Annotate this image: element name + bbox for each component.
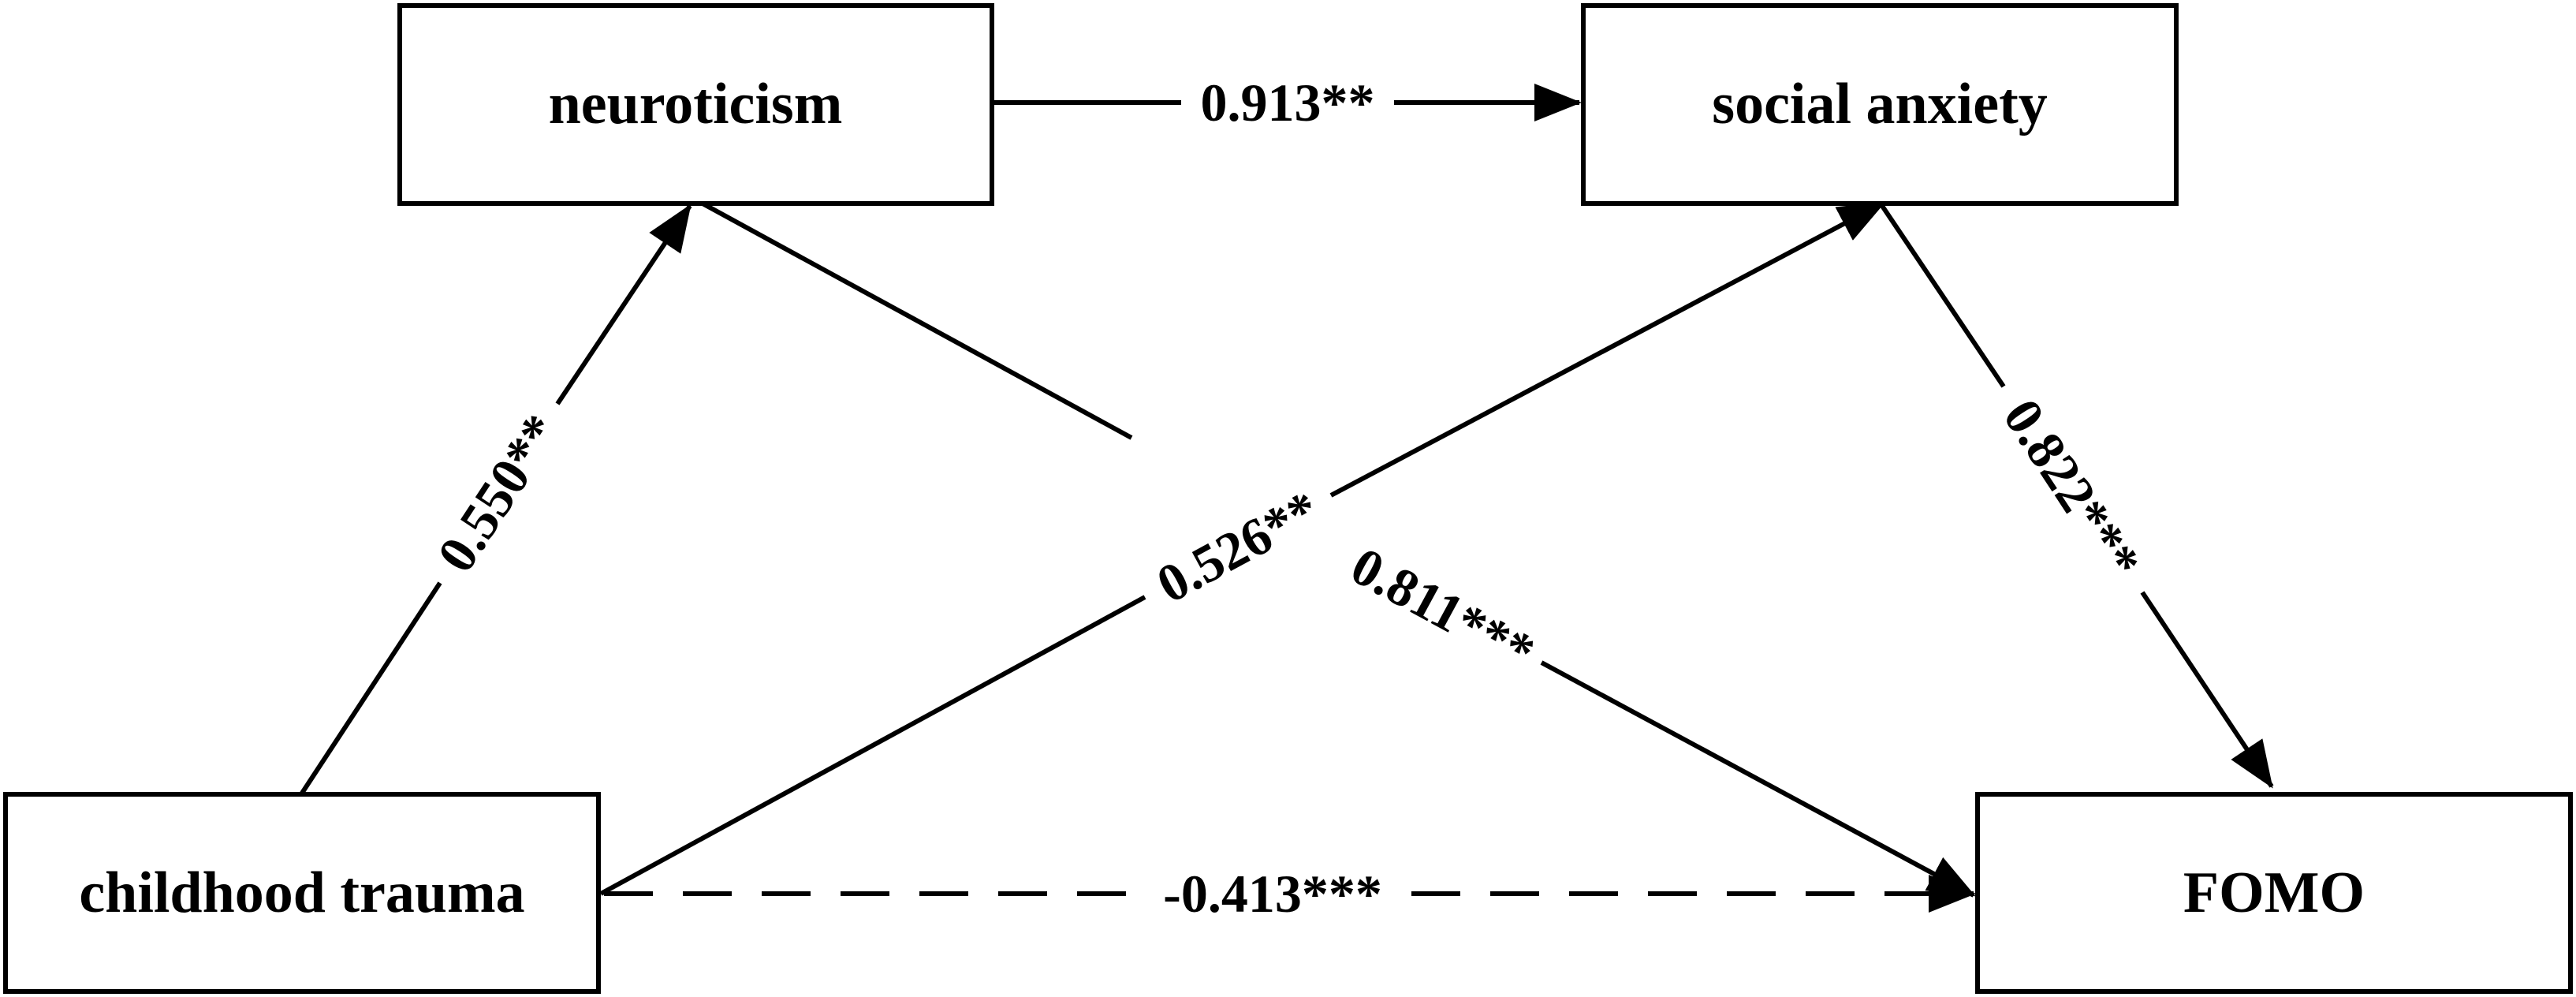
node-social-anxiety-label: social anxiety xyxy=(1712,72,2047,136)
coef-neuroticism-to-fomo: 0.811*** xyxy=(1341,536,1544,683)
path-social-anxiety-to-fomo-lower xyxy=(2140,591,2274,789)
coef-childhood-trauma-to-neuroticism: 0.550** xyxy=(426,404,572,582)
path-social-anxiety-to-fomo-upper xyxy=(1878,202,2006,388)
path-childhood-trauma-to-neuroticism-lower xyxy=(299,581,442,796)
path-neuroticism-to-fomo-lower xyxy=(1540,660,1976,898)
node-neuroticism-label: neuroticism xyxy=(549,72,843,136)
path-childhood-trauma-to-neuroticism-upper xyxy=(555,204,692,405)
coef-social-anxiety-to-fomo: 0.822*** xyxy=(1992,389,2153,590)
coef-childhood-trauma-to-social-anxiety: 0.526** xyxy=(1147,479,1329,614)
node-neuroticism: neuroticism xyxy=(397,3,994,206)
node-childhood-trauma: childhood trauma xyxy=(3,792,601,994)
node-fomo-label: FOMO xyxy=(2183,861,2365,925)
coef-childhood-trauma-to-fomo: -0.413*** xyxy=(1163,864,1382,924)
node-fomo: FOMO xyxy=(1975,792,2573,994)
node-social-anxiety: social anxiety xyxy=(1581,3,2179,206)
path-childhood-trauma-to-social-anxiety-lower xyxy=(599,595,1146,896)
path-childhood-trauma-to-social-anxiety-upper xyxy=(1329,200,1886,498)
coef-neuroticism-to-social-anxiety: 0.913** xyxy=(1201,73,1375,133)
node-childhood-trauma-label: childhood trauma xyxy=(79,861,524,925)
path-neuroticism-to-fomo-upper xyxy=(701,201,1133,440)
